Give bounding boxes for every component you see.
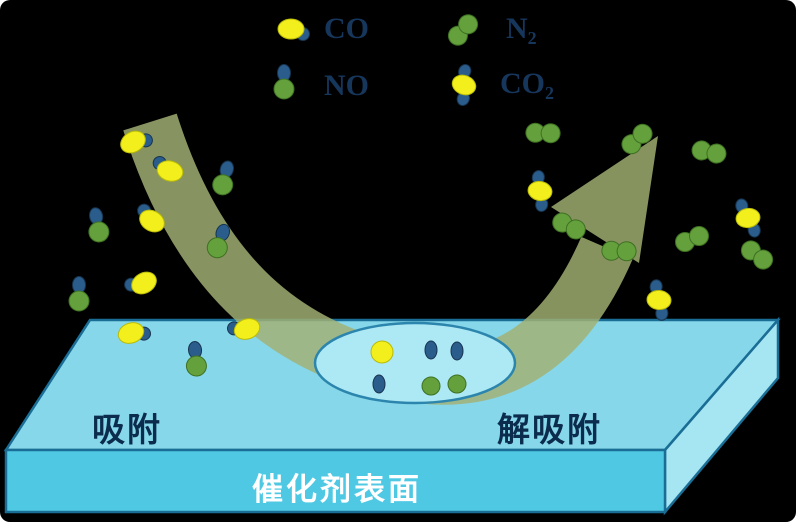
active-site-ellipse <box>313 321 517 405</box>
catalyst-surface-label: 催化剂表面 <box>252 472 422 507</box>
molecule-n2-icon <box>552 212 586 240</box>
molecule-atom_blue-icon <box>372 374 386 394</box>
molecule-co-icon <box>227 318 261 340</box>
molecule-no-icon <box>206 223 231 259</box>
molecule-n2-icon <box>691 140 727 164</box>
molecule-co-icon <box>124 271 157 295</box>
molecule-no-icon <box>68 276 90 312</box>
molecule-co-icon <box>117 322 151 344</box>
legend-label-no: NO <box>324 69 369 102</box>
molecule-co2-icon <box>735 198 761 238</box>
molecule-co-icon <box>120 130 153 154</box>
molecule-n2-icon <box>675 226 709 252</box>
flow-arrow-head <box>551 136 658 263</box>
molecule-atom_yellow-icon <box>370 340 394 364</box>
molecule-no-icon <box>88 207 110 243</box>
surface-front-face <box>4 448 667 514</box>
legend-co2-icon <box>451 64 477 106</box>
molecule-co2-icon <box>646 279 672 321</box>
molecule-n2-icon <box>740 240 774 270</box>
molecule-atom_green-icon <box>421 376 441 396</box>
molecule-no-icon <box>212 160 234 196</box>
desorption-label: 解吸附 <box>497 411 602 448</box>
adsorption-label: 吸附 <box>92 411 162 448</box>
legend-label-co2: CO₂ <box>500 67 554 100</box>
molecule-no-icon <box>185 341 207 377</box>
legend-co-icon <box>277 18 310 41</box>
legend-label-co: CO <box>324 12 369 45</box>
molecule-atom_blue-icon <box>424 340 438 360</box>
legend-label-n2: N₂ <box>506 12 537 45</box>
molecule-n2-icon <box>621 123 653 155</box>
molecule-co-icon <box>137 203 165 233</box>
molecule-n2-icon <box>601 240 637 262</box>
legend-n2-icon <box>447 14 479 46</box>
molecule-co2-icon <box>527 170 553 212</box>
molecule-atom_blue-icon <box>450 341 464 361</box>
molecule-n2-icon <box>525 122 561 144</box>
legend-no-icon <box>273 64 295 100</box>
molecule-co-icon <box>152 156 184 182</box>
molecule-layer <box>68 14 774 396</box>
molecule-atom_green-icon <box>447 374 467 394</box>
